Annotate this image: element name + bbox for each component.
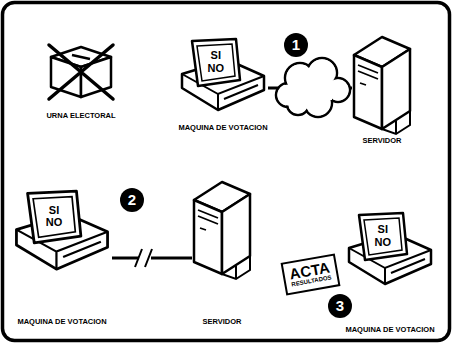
callout-number: 1 (284, 33, 308, 57)
ballot-box: URNA ELECTORAL (46, 42, 116, 102)
voting-machine: SI NOMAQUINA DE VOTACION (178, 38, 268, 118)
screen: SI NO (365, 219, 401, 253)
device-label: SERVIDOR (201, 318, 242, 326)
cloud-symbol (276, 58, 350, 117)
voting-machine-drawing (178, 38, 268, 118)
screen: SI NO (34, 198, 74, 235)
screen-text: SI NO (373, 223, 392, 248)
voting-machine-drawing (345, 212, 435, 292)
callout-number: 3 (328, 294, 352, 318)
broken-link-mark (135, 249, 152, 267)
server-drawing (192, 180, 252, 280)
ballot-box-drawing (46, 42, 116, 102)
network-link (112, 257, 192, 260)
frame-border (3, 3, 450, 341)
callout-number: 2 (120, 188, 144, 212)
device-label: SERVIDOR (361, 137, 402, 145)
server-drawing (352, 35, 412, 135)
voting-machine: SI NOMAQUINA DE VOTACION (12, 190, 112, 278)
device-label: MAQUINA DE VOTACION (16, 318, 107, 326)
device-label: MAQUINA DE VOTACION (344, 326, 435, 334)
device-label: URNA ELECTORAL (45, 112, 116, 120)
server: SERVIDOR (352, 35, 412, 135)
screen: SI NO (198, 45, 234, 79)
device-label: MAQUINA DE VOTACION (177, 124, 268, 132)
voting-machine: SI NOMAQUINA DE VOTACION (345, 212, 435, 292)
server: SERVIDOR (192, 180, 252, 280)
screen-text: SI NO (45, 204, 64, 229)
voting-machine-drawing (12, 190, 112, 278)
screen-text: SI NO (206, 49, 225, 74)
